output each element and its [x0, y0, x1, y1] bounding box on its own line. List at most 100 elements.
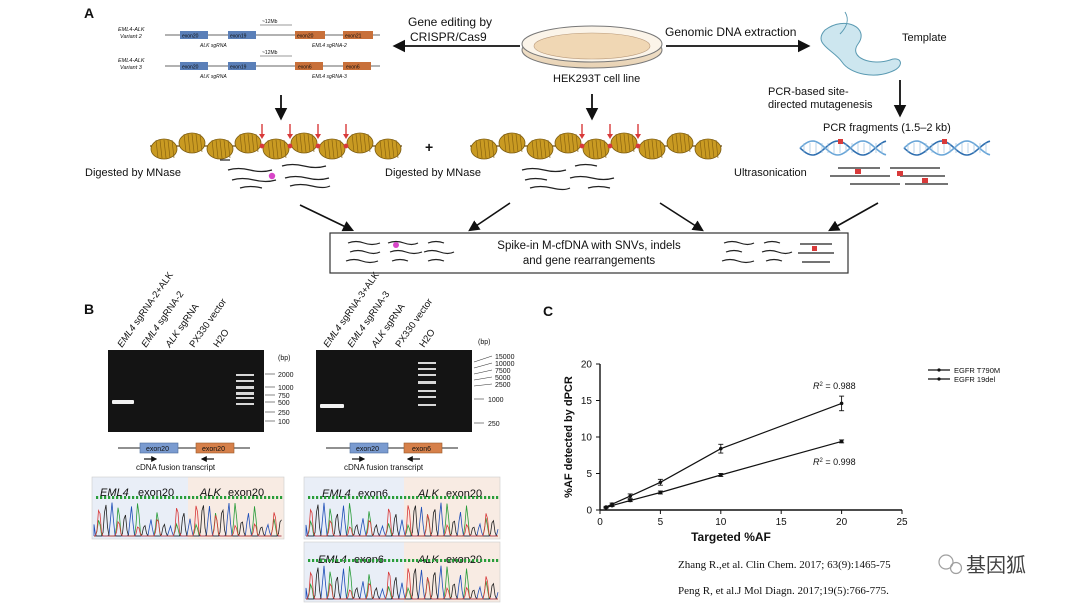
exon-box [228, 62, 256, 70]
exon-label: exon6 [412, 446, 431, 453]
digested-left-label: Digested by MNase [85, 167, 181, 179]
size-marker: 500 [278, 400, 290, 407]
legend-entry: EGFR T790M [954, 366, 1000, 375]
size-marker: 1000 [488, 397, 504, 404]
data-point [719, 446, 723, 451]
fragments-right [830, 167, 948, 185]
exon-label: exon20 [297, 34, 314, 40]
gel-right [316, 350, 472, 432]
data-point [839, 401, 844, 406]
genomic-extraction-label: Genomic DNA extraction [665, 25, 796, 39]
cdna-fusion-left: exon20 exon20 cDNA fusion transcript [118, 442, 250, 472]
arrow-converge [299, 204, 355, 232]
bp-unit-left: (bp) [278, 355, 290, 362]
y-tick-label: 10 [581, 433, 593, 444]
exon-label: exon20 [356, 446, 379, 453]
arrow-converge [828, 202, 879, 232]
gel-right-ladder [418, 362, 436, 406]
arrow-converge [468, 202, 511, 232]
series-line [605, 440, 842, 509]
exon-label: exon20 [146, 446, 169, 453]
fragments-mid [521, 163, 615, 191]
distance-label: ~12Mb [262, 50, 278, 56]
spike-in-line1: Spike-in M-cfDNA with SNVs, indels [497, 240, 681, 252]
spike-in-fragments [345, 240, 834, 264]
exon-label: exon21 [345, 34, 362, 40]
size-marker: 2000 [278, 372, 294, 379]
data-point [604, 506, 608, 510]
distance-label: ~12Mb [262, 19, 278, 25]
r-squared-annotation: R2 = 0.988 [813, 381, 856, 391]
data-point [658, 490, 663, 495]
gel-left-size-markers: 2000 1000 750 500 250 100 [265, 372, 294, 426]
x-axis-label: Targeted %AF [691, 530, 771, 544]
variant3-label-line2: Variant 3 [120, 65, 143, 71]
y-tick-label: 15 [581, 396, 593, 407]
variant3-label-line1: EML4-ALK [118, 58, 145, 64]
sequencing-trace-right-top: EML4 exon6 ALK exon20 [303, 476, 501, 540]
exon-box [295, 31, 325, 39]
bp-unit-right: (bp) [478, 339, 490, 346]
size-marker: 7500 [495, 368, 511, 375]
cdna-fusion-right: exon20 exon6 cDNA fusion transcript [326, 442, 458, 472]
digested-mid-label: Digested by MNase [385, 167, 481, 179]
exon-label: exon6 [298, 65, 312, 71]
reference-1: Zhang R.,et al. Clin Chem. 2017; 63(9):1… [678, 559, 891, 571]
size-marker: 250 [488, 421, 500, 428]
dna-helix-fragments [799, 139, 991, 156]
chromatin-left [150, 124, 402, 160]
size-marker: 15000 [495, 354, 515, 361]
variant2-label-line1: EML4-ALK [118, 27, 145, 33]
pcr-fragments-label: PCR fragments (1.5–2 kb) [823, 122, 951, 134]
size-marker: 100 [278, 419, 290, 426]
gel-band [112, 400, 134, 404]
data-point [628, 498, 632, 503]
exon-box [343, 31, 373, 39]
exon-box [180, 62, 208, 70]
exon-box [343, 62, 371, 70]
y-tick-label: 5 [586, 469, 592, 480]
sequencing-trace-right-bottom: EML4 exon6 ALK exon20 [303, 541, 501, 603]
template-dna-icon [820, 11, 901, 76]
data-point [658, 480, 663, 485]
plus-sign: + [425, 139, 433, 155]
x-tick-label: 25 [896, 517, 908, 528]
reference-2: Peng R, et al.J Mol Diagn. 2017;19(5):76… [678, 585, 889, 597]
x-tick-label: 20 [836, 517, 848, 528]
size-marker: 10000 [495, 361, 515, 368]
x-tick-label: 0 [597, 517, 603, 528]
sequencing-trace-left: EML4 exon20 ALK exon20 [91, 476, 285, 540]
size-marker: 2500 [495, 382, 511, 389]
variant-diagrams: EML4-ALK Variant 2 exon20 exon19 exon20 … [118, 19, 380, 80]
panel-b-label: B [84, 301, 94, 317]
spike-in-line2: and gene rearrangements [523, 255, 656, 267]
y-tick-label: 20 [581, 360, 593, 371]
x-tick-label: 15 [776, 517, 788, 528]
exon-label: exon20 [182, 65, 199, 71]
cell-line-label: HEK293T cell line [553, 73, 640, 85]
petri-dish [521, 25, 663, 69]
cdna-caption: cDNA fusion transcript [136, 463, 216, 472]
y-axis-label: %AF detected by dPCR [563, 376, 575, 498]
wechat-icon [938, 554, 954, 570]
gel-lane-label: H2O [211, 327, 231, 349]
sgrna-label: ALK sgRNA [199, 74, 227, 80]
chromatin-mid [470, 124, 722, 160]
gel-left [108, 350, 264, 432]
panel-c-label: C [543, 303, 553, 319]
data-point [628, 494, 632, 498]
sgrna-label: EML4 sgRNA-3 [312, 74, 347, 80]
exon-box [180, 31, 208, 39]
size-marker: 250 [278, 410, 290, 417]
fragments-left [220, 159, 331, 189]
exon-label: exon6 [346, 65, 360, 71]
pcr-mutagenesis-line1: PCR-based site- [768, 86, 849, 98]
gene-editing-line2: CRISPR/Cas9 [410, 30, 487, 44]
watermark: 基因狐 [938, 553, 1026, 577]
size-marker: 1000 [278, 385, 294, 392]
exon-label: exon19 [230, 65, 247, 71]
